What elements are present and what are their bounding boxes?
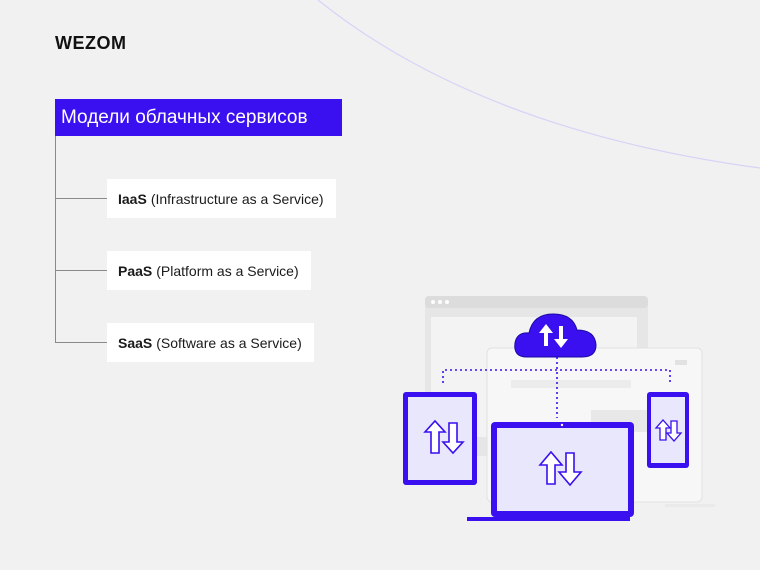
shadow-strip [665, 504, 715, 507]
model-saas-abbr: SaaS [118, 334, 153, 351]
tree-connector-paas [55, 270, 107, 271]
model-saas: SaaS (Software as a Service) [107, 323, 314, 362]
model-iaas: IaaS (Infrastructure as a Service) [107, 179, 336, 218]
cloud-devices-illustration [403, 296, 715, 521]
wezom-logo: WEZOM [55, 33, 127, 53]
model-saas-desc: (Software as a Service) [156, 334, 302, 351]
tablet-icon [403, 392, 477, 485]
model-iaas-abbr: IaaS [118, 190, 147, 207]
diagram-title-text: Модели облачных сервисов [61, 106, 308, 128]
laptop-icon [467, 422, 634, 521]
diagram-title: Модели облачных сервисов [55, 99, 342, 136]
model-iaas-desc: (Infrastructure as a Service) [150, 190, 324, 207]
tree-connector-iaas [55, 198, 107, 199]
tree-connector-saas [55, 342, 107, 343]
model-paas-abbr: PaaS [118, 262, 153, 279]
dotted-connectors [442, 352, 671, 418]
model-paas-desc: (Platform as a Service) [156, 262, 299, 279]
phone-icon [647, 392, 689, 468]
tree-connector-vertical [55, 136, 56, 342]
cloud-icon [514, 313, 597, 358]
model-paas: PaaS (Platform as a Service) [107, 251, 311, 290]
transfer-arrows-icon [539, 324, 568, 348]
